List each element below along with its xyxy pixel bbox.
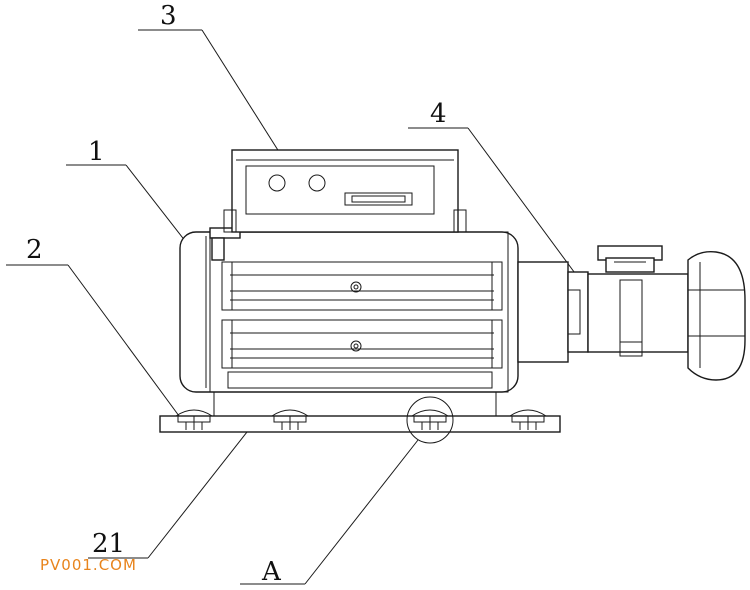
foot-2 [271,409,309,430]
label-21: 21 [92,529,125,559]
foot-3 [411,409,449,430]
indicator-light-left [268,174,286,192]
coupling-assembly [517,245,746,381]
motor-body [179,227,519,393]
mounting-feet [175,409,547,430]
label-4: 4 [430,99,447,129]
control-box [223,149,467,233]
detail-a-circle [406,396,454,444]
label-3: 3 [160,1,177,31]
label-1: 1 [88,137,105,167]
label-a: A [261,557,282,587]
foot-4 [509,409,547,430]
watermark-text: PV001.COM [40,556,137,574]
display-slot [344,192,413,206]
indicator-light-right [308,174,326,192]
label-2: 2 [26,235,43,265]
base-plate [159,391,561,433]
leader-lines [6,29,581,585]
foot-1 [175,409,213,430]
